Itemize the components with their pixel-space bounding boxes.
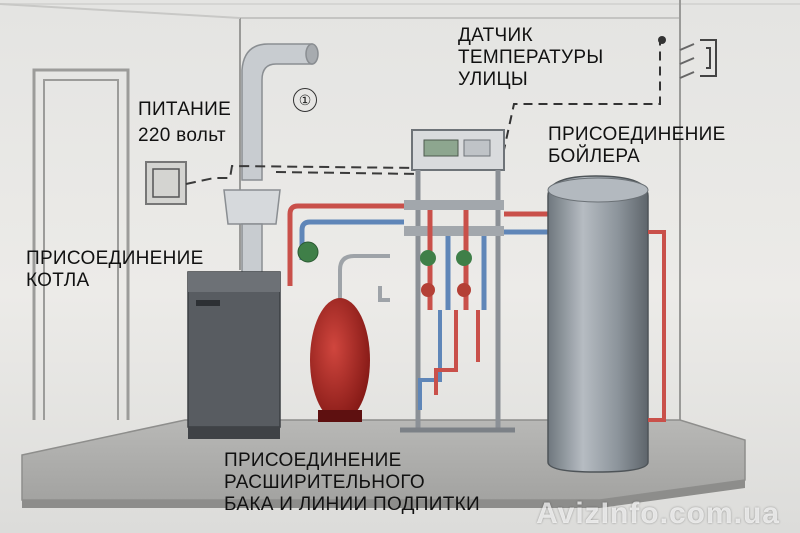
label-kotel-line1: ПРИСОЕДИНЕНИЕ (26, 248, 204, 269)
label-power: ПИТАНИЕ 220 вольт (138, 99, 231, 147)
expansion-tank (310, 254, 390, 422)
label-tank-line2: РАСШИРИТЕЛЬНОГО (224, 472, 425, 493)
label-boiler-line2: БОЙЛЕРА (548, 146, 641, 167)
chimney-flue (223, 43, 319, 275)
watermark: AvizInfo.com.ua (536, 497, 780, 530)
power-wire (185, 164, 421, 185)
boiler-pipes (287, 203, 548, 286)
boiler-tank (547, 175, 666, 473)
label-expansion-tank: ПРИСОЕДИНЕНИЕ РАСШИРИТЕЛЬНОГО БАКА И ЛИН… (224, 450, 480, 516)
gas-boiler (187, 271, 281, 439)
label-kotel-line2: КОТЛА (26, 270, 90, 291)
label-outdoor-sensor: ДАТЧИК ТЕМПЕРАТУРЫ УЛИЦЫ (458, 25, 604, 91)
label-tank-line1: ПРИСОЕДИНЕНИЕ (224, 450, 402, 471)
marker-one: ① (293, 88, 317, 112)
label-boiler-connection: ПРИСОЕДИНЕНИЕ БОЙЛЕРА (548, 124, 726, 168)
sensor-cable (499, 40, 661, 169)
label-power-line2: 220 вольт (138, 125, 226, 146)
label-kotel-connection: ПРИСОЕДИНЕНИЕ КОТЛА (26, 248, 204, 292)
door (32, 68, 130, 420)
label-tank-line3: БАКА И ЛИНИИ ПОДПИТКИ (224, 494, 480, 515)
outdoor-sensor (679, 39, 717, 79)
label-sensor-line2: ТЕМПЕРАТУРЫ (458, 47, 604, 68)
label-power-line1: ПИТАНИЕ (138, 99, 232, 120)
room-walls (0, 0, 800, 470)
manifold-rack (400, 129, 515, 433)
label-sensor-line3: УЛИЦЫ (458, 69, 528, 90)
label-boiler-line1: ПРИСОЕДИНЕНИЕ (548, 124, 726, 145)
power-socket (145, 161, 187, 205)
label-sensor-line1: ДАТЧИК (458, 25, 533, 46)
